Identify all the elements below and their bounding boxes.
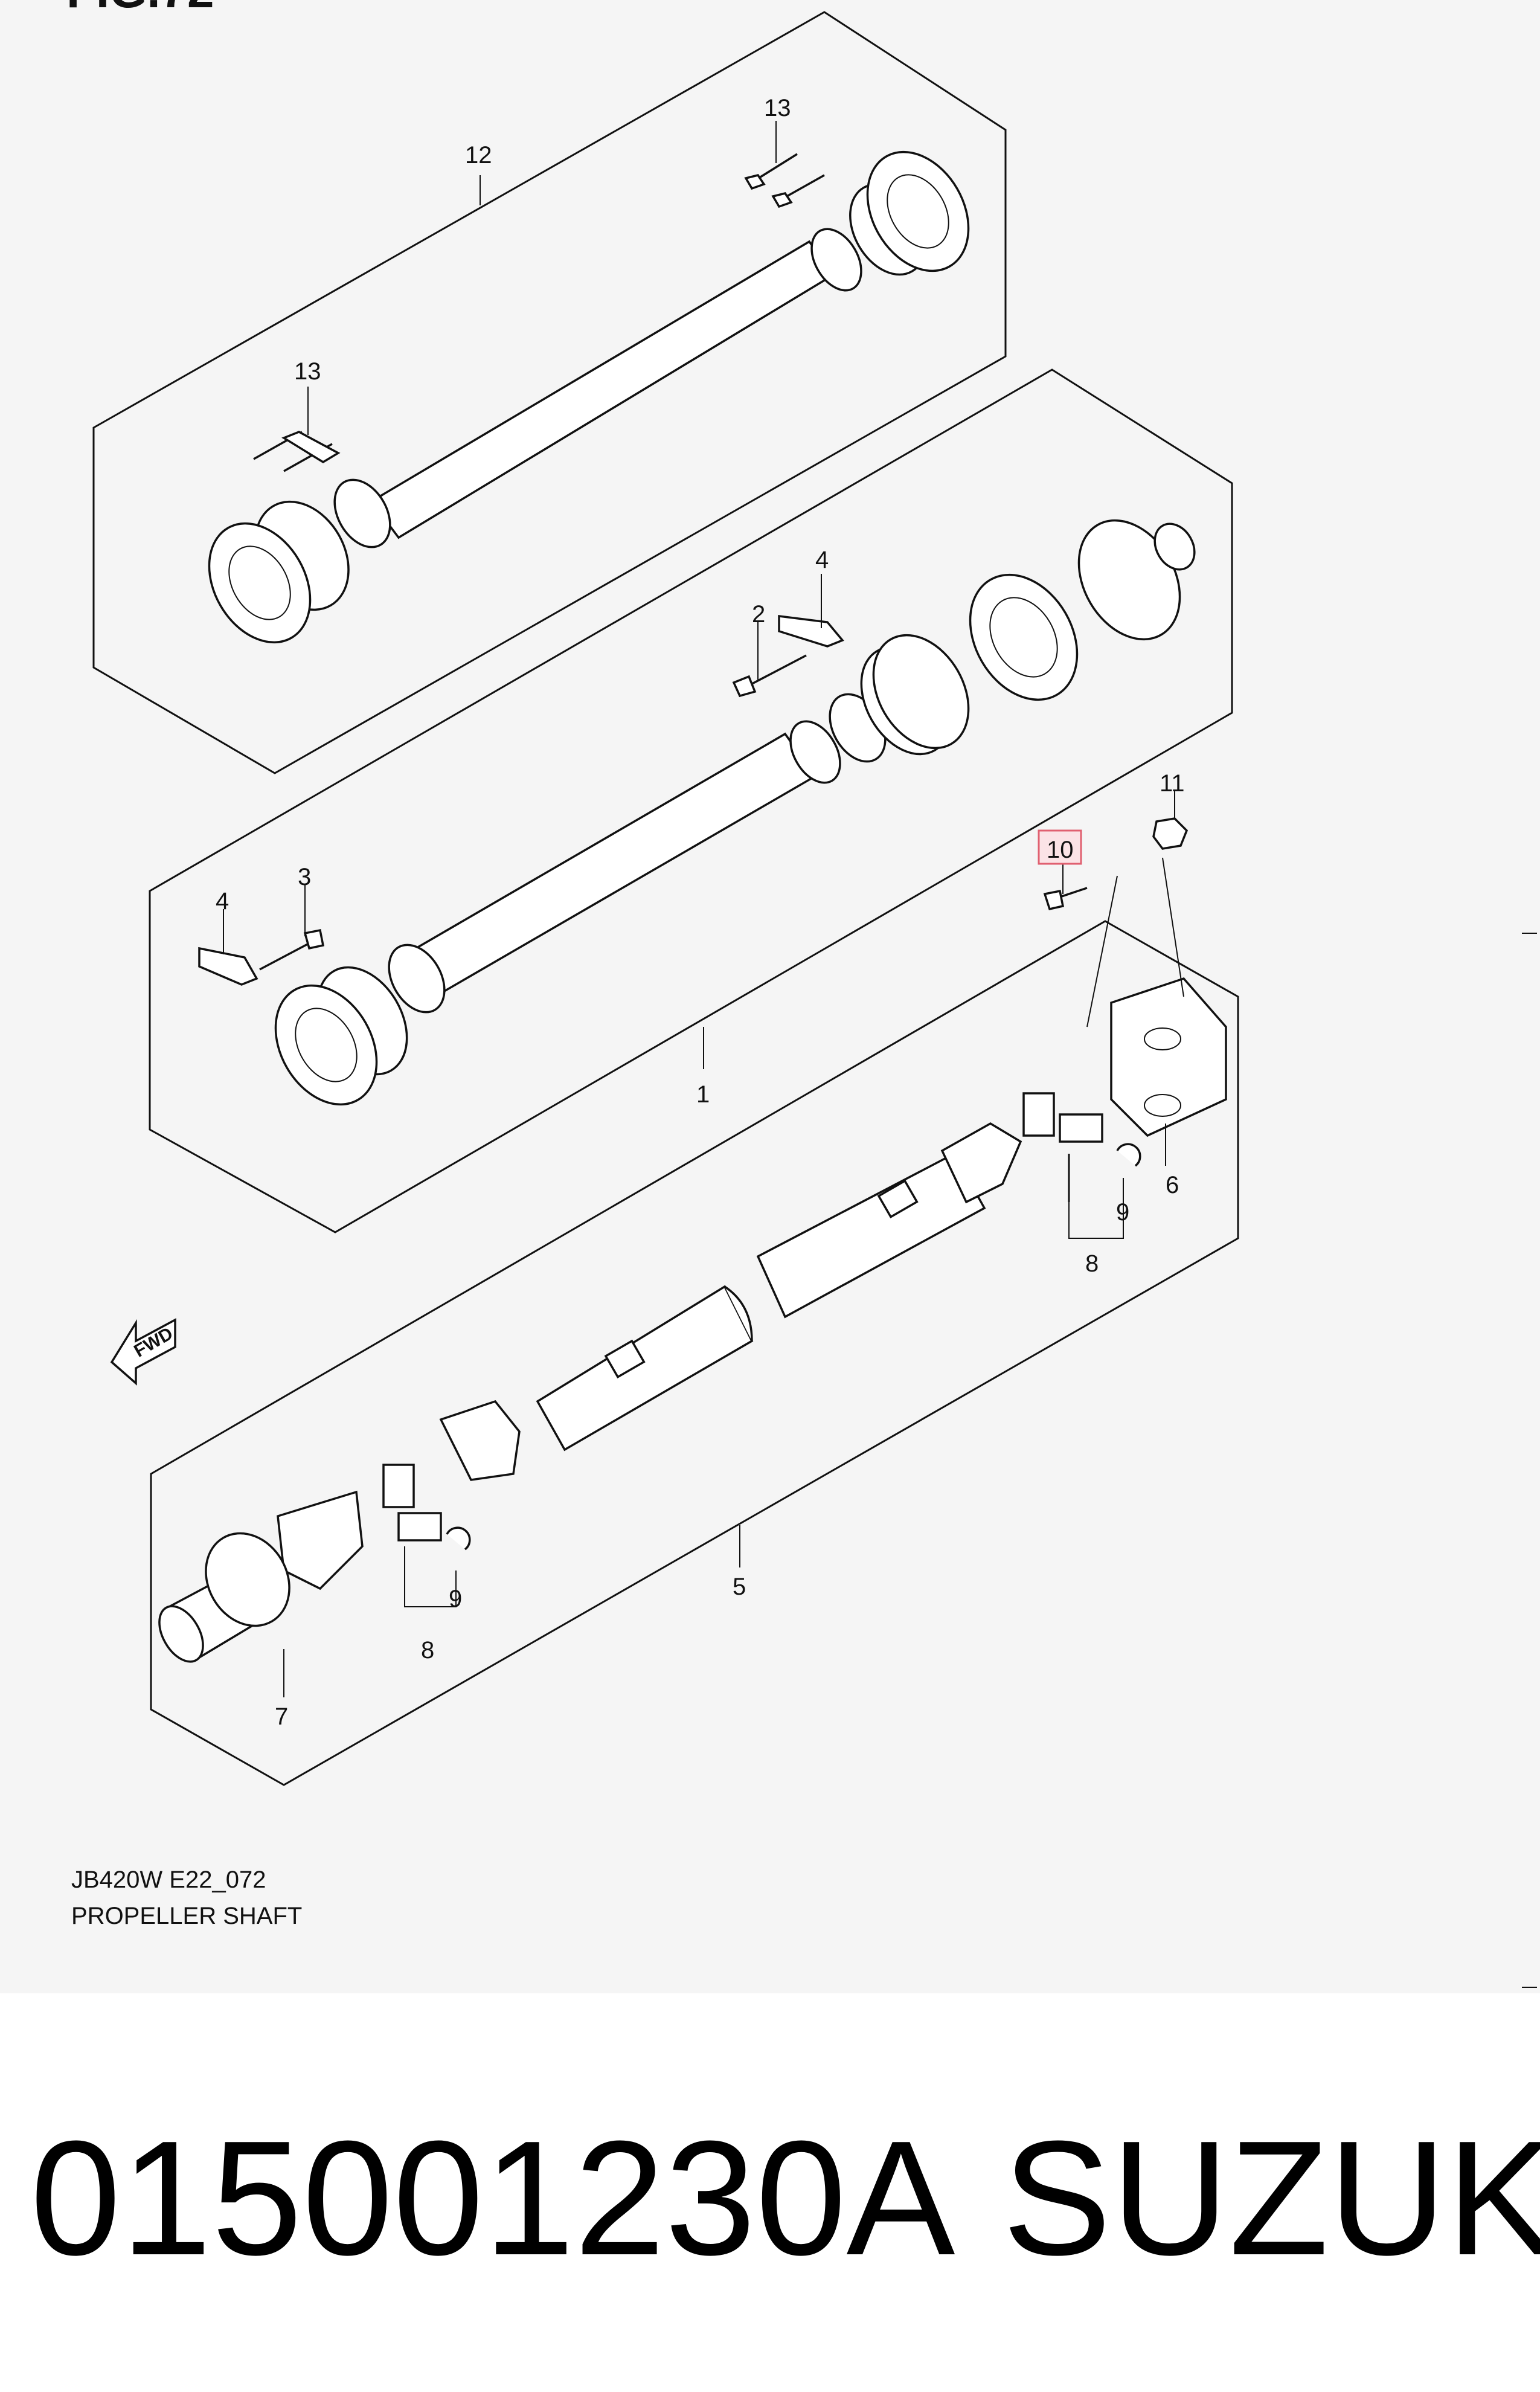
highlight-box-10 [1038, 829, 1082, 865]
universal-joint-8-upper [1022, 1092, 1103, 1202]
propeller-shaft-5 [158, 1122, 1022, 1663]
bolt-3 [259, 928, 325, 971]
callout-12: 12 [465, 142, 492, 169]
bolt-2 [732, 654, 807, 698]
brand-name: SUZUKI [1003, 2107, 1540, 2289]
callout-13-upper: 13 [764, 95, 791, 121]
callout-6: 6 [1166, 1172, 1179, 1198]
callout-11: 11 [1160, 770, 1185, 797]
callout-8-lower: 8 [421, 1637, 434, 1664]
callout-4-lower: 4 [216, 888, 229, 915]
washer-plate-4-lower [198, 947, 258, 986]
box-assembly-1 [149, 368, 1233, 1233]
snap-ring-9-upper [1116, 1143, 1141, 1167]
box-assembly-5 [150, 920, 1239, 1786]
nut-11 [1152, 817, 1189, 850]
footer-line: 015001230A SUZUKI [30, 2107, 1540, 2289]
bolt-set-13-lower [253, 431, 341, 472]
callout-7: 7 [275, 1703, 288, 1730]
propeller-shaft-12 [208, 150, 970, 644]
fwd-arrow-icon: FWD [110, 1318, 176, 1386]
callout-5: 5 [733, 1574, 746, 1600]
caption-model-code: JB420W E22_072 [71, 1866, 266, 1893]
callout-9-lower: 9 [449, 1586, 462, 1612]
callout-13-lower: 13 [294, 358, 321, 385]
callout-4-upper: 4 [815, 547, 829, 573]
propeller-shaft-1 [274, 519, 1196, 1106]
flange-yoke-6 [1110, 977, 1227, 1137]
callout-2: 2 [752, 601, 765, 628]
callout-1: 1 [696, 1081, 710, 1108]
snap-ring-9-lower [446, 1526, 471, 1551]
leader-lines [223, 121, 1184, 1697]
callout-10: 10 [1047, 837, 1074, 863]
parts-diagram: FIG.72 [66, 0, 1537, 1988]
part-number: 015001230A [30, 2107, 955, 2289]
callout-9-upper: 9 [1116, 1199, 1129, 1226]
washer-plate-4-upper [778, 615, 844, 648]
bolt-set-13-upper [744, 153, 825, 208]
universal-joint-8-lower [382, 1464, 442, 1542]
bolt-10 [1043, 887, 1088, 911]
box-assembly-12 [92, 11, 1007, 774]
figure-title: FIG.72 [66, 0, 214, 18]
diagram-panel [0, 0, 1540, 1993]
caption-name: PROPELLER SHAFT [71, 1903, 302, 1929]
callout-3: 3 [298, 864, 311, 890]
callout-8-upper: 8 [1085, 1250, 1099, 1277]
